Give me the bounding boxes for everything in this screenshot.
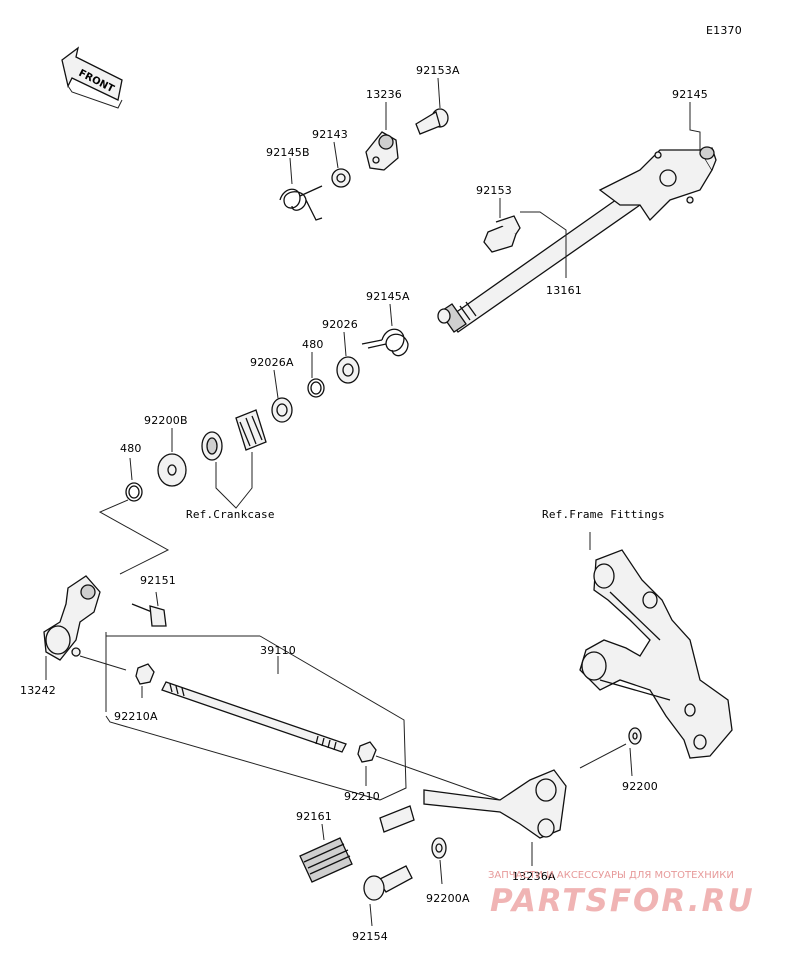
part-label-92151: 92151 — [140, 574, 176, 587]
front-arrow-icon: FRONT — [61, 46, 123, 109]
part-label-92153A: 92153A — [416, 64, 460, 77]
part-label-480-lower: 480 — [120, 442, 142, 455]
collar-92143 — [331, 168, 351, 188]
tie-rod-39110 — [161, 681, 347, 753]
ref-crankcase-label: Ref.Crankcase — [186, 508, 275, 521]
part-label-92154: 92154 — [352, 930, 388, 943]
bolt-92153 — [483, 215, 521, 253]
watermark-logo: PARTSFOR.RU — [490, 883, 755, 919]
shift-shaft — [437, 147, 717, 333]
part-label-480-upper: 480 — [302, 338, 324, 351]
nut-92210A — [135, 663, 155, 685]
lever-13242 — [43, 575, 101, 661]
part-label-92145A: 92145A — [366, 290, 410, 303]
part-label-13236A: 13236A — [512, 870, 556, 883]
washer-92026A — [271, 397, 293, 423]
part-label-92210A: 92210A — [114, 710, 158, 723]
circlip-480-upper — [307, 378, 325, 398]
spring-92145B — [279, 185, 323, 221]
part-label-92161: 92161 — [296, 810, 332, 823]
watermark-tagline: ЗАПЧАСТИ И АКСЕССУАРЫ ДЛЯ МОТОТЕХНИКИ — [488, 870, 734, 881]
part-label-92200: 92200 — [622, 780, 658, 793]
diagram-code: E1370 — [706, 24, 742, 37]
washer-92200B — [157, 453, 187, 487]
part-label-92143: 92143 — [312, 128, 348, 141]
part-label-13242: 13242 — [20, 684, 56, 697]
washer-92026 — [336, 356, 360, 384]
washer-92200 — [628, 727, 642, 745]
screw-92153A — [415, 108, 449, 135]
part-label-92145: 92145 — [672, 88, 708, 101]
ref-frame-fittings-label: Ref.Frame Fittings — [542, 508, 665, 521]
needle-bearing — [201, 409, 267, 461]
frame-fitting — [579, 549, 733, 759]
circlip-480-lower — [125, 482, 143, 502]
part-label-92153: 92153 — [476, 184, 512, 197]
nut-92210 — [357, 741, 377, 763]
spring-92145A — [361, 328, 409, 357]
leader-lines — [45, 77, 701, 927]
part-label-92200A: 92200A — [426, 892, 470, 905]
part-label-13236: 13236 — [366, 88, 402, 101]
spring-92145 — [699, 146, 715, 160]
bolt-92151 — [131, 603, 167, 627]
bolt-92154 — [363, 865, 413, 901]
pedal-arm — [379, 769, 567, 839]
part-label-92145B: 92145B — [266, 146, 310, 159]
rubber-92161 — [299, 837, 353, 883]
part-label-13161: 13161 — [546, 284, 582, 297]
washer-92200A — [431, 837, 447, 859]
part-label-92210: 92210 — [344, 790, 380, 803]
lever-13236 — [365, 131, 399, 171]
part-label-92026A: 92026A — [250, 356, 294, 369]
part-label-92200B: 92200B — [144, 414, 188, 427]
part-label-92026: 92026 — [322, 318, 358, 331]
part-label-39110: 39110 — [260, 644, 296, 657]
